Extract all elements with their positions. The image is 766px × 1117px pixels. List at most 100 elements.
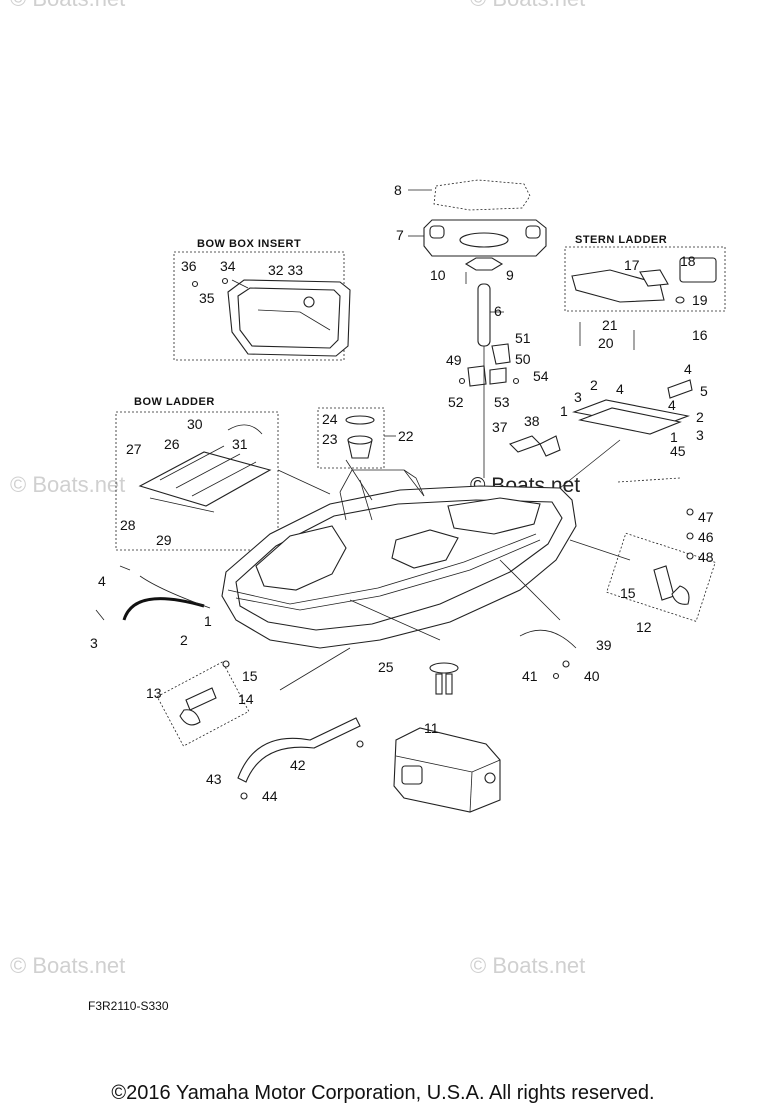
cap-19 (675, 296, 685, 304)
label-7: 7 (396, 227, 404, 243)
label-15-bow: 15 (242, 668, 258, 684)
screw-4 (119, 565, 131, 571)
stern-ladder-part (571, 257, 717, 303)
label-51: 51 (515, 330, 531, 346)
watermark-bottom-right: © Boats.net (470, 953, 585, 978)
cooler-11 (393, 727, 501, 813)
bracket-5 (667, 379, 693, 399)
cleat-37 (509, 435, 541, 453)
label-52: 52 (448, 394, 464, 410)
label-37: 37 (492, 419, 508, 435)
nut-top (356, 740, 364, 748)
label-4-stern: 4 (616, 381, 624, 397)
label-46: 46 (698, 529, 714, 545)
leader-bow-ladder (277, 469, 331, 495)
watermark-mid-left: © Boats.net (10, 472, 125, 497)
rub-rail-1 (139, 575, 211, 609)
pedestal-cap-part (464, 257, 504, 271)
label-25: 25 (378, 659, 394, 675)
rub-rail-2 (122, 597, 205, 621)
washer-47 (686, 508, 694, 516)
label-3-stern-top: 3 (574, 389, 582, 405)
label-42: 42 (290, 757, 306, 773)
label-35: 35 (199, 290, 215, 306)
label-53: 53 (494, 394, 510, 410)
nut-54 (512, 377, 520, 385)
copyright-notice: ©2016 Yamaha Motor Corporation, U.S.A. A… (111, 1082, 655, 1104)
drain-fitting-25 (429, 662, 459, 695)
label-21: 21 (602, 317, 618, 333)
bow-ladder-title: BOW LADDER (134, 396, 215, 408)
bolt-52 (458, 377, 466, 385)
bow-eye-plate (185, 687, 217, 711)
label-2-stern-right: 2 (696, 409, 704, 425)
clamp-41 (552, 672, 560, 680)
leader-bow-eye (279, 647, 351, 691)
label-8: 8 (394, 182, 402, 198)
label-5: 5 (700, 383, 708, 399)
label-40: 40 (584, 668, 600, 684)
label-48: 48 (698, 549, 714, 565)
bracket-51 (491, 343, 511, 365)
label-24: 24 (322, 411, 338, 427)
label-2-stern-top: 2 (590, 377, 598, 393)
label-43: 43 (206, 771, 222, 787)
screw-34 (221, 277, 229, 285)
screw-36 (191, 280, 199, 288)
bow-box-insert-part (227, 279, 351, 357)
label-1-stern-top: 1 (560, 403, 568, 419)
leader-hose (499, 559, 561, 621)
label-3-stern-right: 3 (696, 427, 704, 443)
backrest-cushion-part (433, 179, 531, 211)
label-54: 54 (533, 368, 549, 384)
label-36: 36 (181, 258, 197, 274)
stern-eye-frame (606, 532, 716, 622)
nut-48 (686, 552, 694, 560)
label-4-top: 4 (684, 361, 692, 377)
stern-eye-plate (653, 565, 675, 601)
bow-ladder-frame (115, 411, 279, 551)
nut-15 (222, 660, 230, 668)
bow-eye-hook (179, 709, 201, 726)
leader-stern-eye (569, 539, 631, 561)
label-14: 14 (238, 691, 254, 707)
label-27: 27 (126, 441, 142, 457)
watermark-top-left: © Boats.net (10, 0, 125, 11)
label-6: 6 (494, 303, 502, 319)
bow-ladder-part (138, 445, 272, 513)
leader-cup (345, 459, 373, 501)
label-17: 17 (624, 257, 640, 273)
label-16: 16 (692, 327, 708, 343)
watermark-bottom-left: © Boats.net (10, 953, 125, 978)
label-41: 41 (522, 668, 538, 684)
stern-ladder-frame (564, 246, 726, 312)
label-22: 22 (398, 428, 414, 444)
label-13: 13 (146, 685, 162, 701)
label-32-33: 32 33 (268, 262, 303, 278)
cleat-38 (539, 435, 561, 457)
cup-rim (347, 435, 373, 445)
label-34: 34 (220, 258, 236, 274)
label-26: 26 (164, 436, 180, 452)
label-9: 9 (506, 267, 514, 283)
grab-handle-42 (237, 717, 361, 783)
label-12: 12 (636, 619, 652, 635)
clamp-40 (562, 660, 570, 668)
label-44: 44 (262, 788, 278, 804)
bow-eye-frame (156, 661, 250, 747)
bow-box-insert-title: BOW BOX INSERT (197, 238, 301, 250)
bracket-49 (467, 365, 487, 387)
label-29: 29 (156, 532, 172, 548)
label-50: 50 (515, 351, 531, 367)
diagram-code: F3R2110-S330 (88, 999, 169, 1013)
label-3-bow: 3 (90, 635, 98, 651)
cup-holder-frame (317, 407, 385, 469)
leader-stern (559, 439, 621, 489)
boat-hull (221, 469, 577, 649)
hose-39 (519, 629, 577, 649)
label-20: 20 (598, 335, 614, 351)
label-31: 31 (232, 436, 248, 452)
label-15-stern: 15 (620, 585, 636, 601)
pedestal-post-part (477, 283, 491, 347)
